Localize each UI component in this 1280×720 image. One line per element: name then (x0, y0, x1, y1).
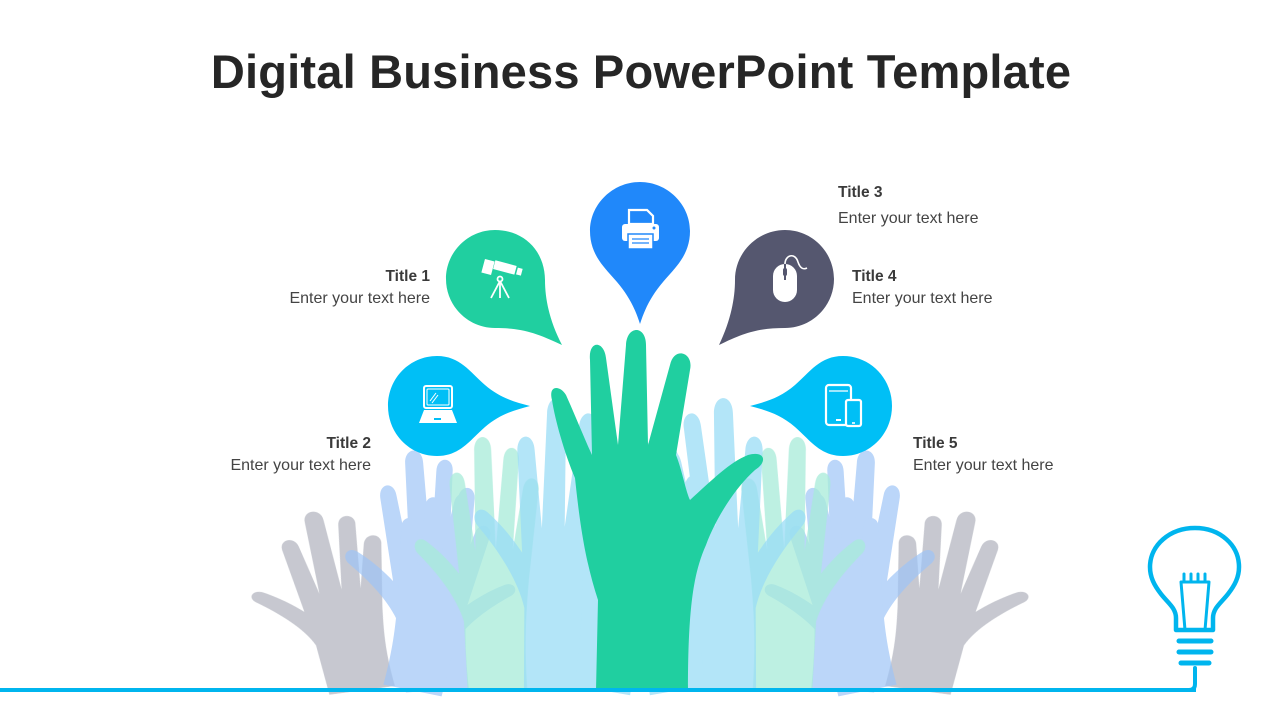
devices-icon (824, 383, 863, 428)
bubble-title-3 (590, 182, 690, 324)
item-text: Enter your text here (838, 210, 979, 227)
label-title-2: Title 2 Enter your text here (180, 435, 371, 475)
baseline (0, 688, 1196, 692)
item-title: Title 4 (852, 268, 897, 285)
bubble-title-2 (388, 356, 530, 456)
main-hand (551, 330, 764, 690)
label-title-3: Title 3 Enter your text here (838, 184, 979, 228)
item-title: Title 2 (326, 435, 371, 452)
item-text: Enter your text here (230, 457, 371, 474)
item-text: Enter your text here (852, 290, 993, 307)
printer-icon (622, 208, 659, 250)
slide-title: Digital Business PowerPoint Template (210, 45, 1072, 98)
label-title-1: Title 1 Enter your text here (240, 268, 430, 308)
label-title-5: Title 5 Enter your text here (913, 435, 1054, 475)
item-title: Title 3 (838, 184, 883, 201)
label-title-4: Title 4 Enter your text here (852, 268, 993, 308)
laptop-icon (419, 385, 457, 423)
item-text: Enter your text here (913, 457, 1054, 474)
bubble-title-1 (446, 230, 562, 345)
lightbulb-icon (1147, 525, 1242, 692)
bubble-title-4 (719, 230, 834, 345)
mouse-icon (773, 255, 808, 302)
item-text: Enter your text here (289, 290, 430, 307)
item-title: Title 1 (385, 268, 430, 285)
item-title: Title 5 (913, 435, 958, 452)
bubble-title-5 (750, 356, 892, 456)
telescope-icon (481, 258, 523, 299)
